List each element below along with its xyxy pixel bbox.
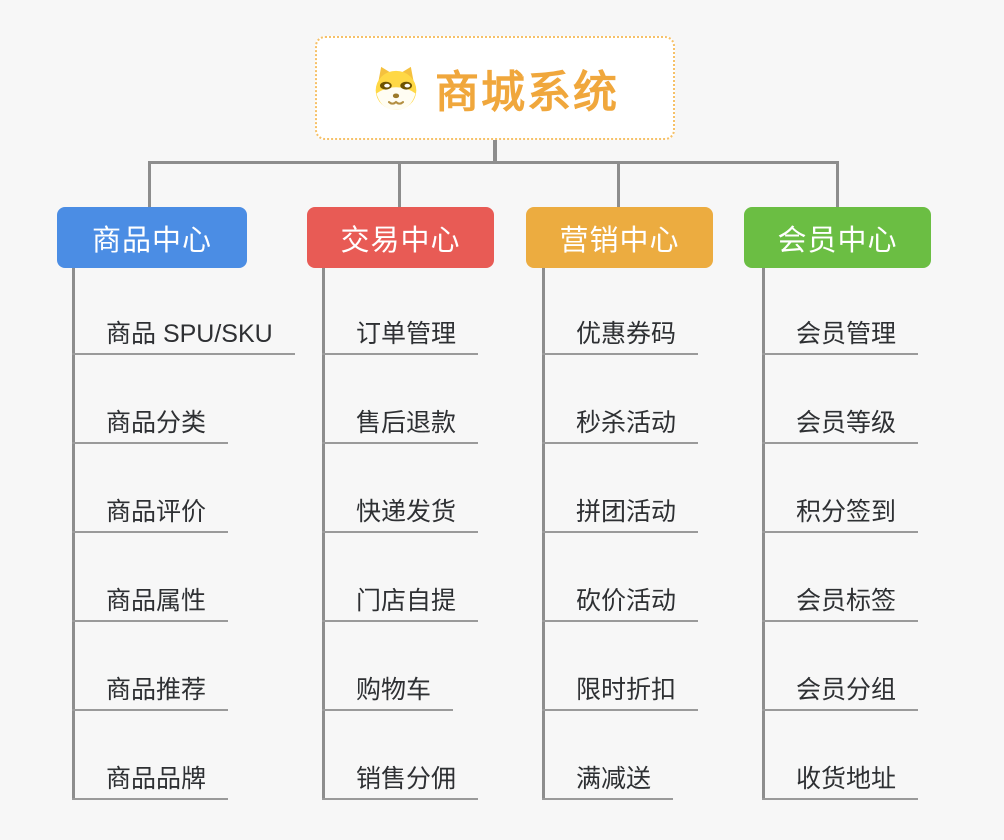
- leaf-item[interactable]: 快递发货: [322, 491, 479, 533]
- leaf-item[interactable]: 会员等级: [762, 402, 919, 444]
- leaf-item[interactable]: 购物车: [322, 669, 454, 711]
- connector-drop-1: [148, 161, 151, 207]
- leaf-item[interactable]: 会员标签: [762, 580, 919, 622]
- leaf-item[interactable]: 商品评价: [72, 491, 229, 533]
- branch-node-marketing-center[interactable]: 营销中心: [526, 207, 713, 268]
- trunk-line-3: [542, 268, 545, 800]
- leaf-item[interactable]: 商品属性: [72, 580, 229, 622]
- connector-horizontal-bar: [148, 161, 839, 164]
- connector-root-stub: [493, 140, 497, 163]
- connector-drop-4: [836, 161, 839, 207]
- trunk-line-1: [72, 268, 75, 800]
- leaf-item[interactable]: 优惠券码: [542, 313, 699, 355]
- leaf-item[interactable]: 满减送: [542, 758, 674, 800]
- leaf-item[interactable]: 售后退款: [322, 402, 479, 444]
- leaf-item[interactable]: 订单管理: [322, 313, 479, 355]
- leaf-item[interactable]: 销售分佣: [322, 758, 479, 800]
- root-title: 商城系统: [435, 68, 619, 117]
- leaf-item[interactable]: 收货地址: [762, 758, 919, 800]
- trunk-line-2: [322, 268, 325, 800]
- leaf-item[interactable]: 限时折扣: [542, 669, 699, 711]
- leaf-item[interactable]: 商品品牌: [72, 758, 229, 800]
- leaf-item[interactable]: 会员管理: [762, 313, 919, 355]
- trunk-line-4: [762, 268, 765, 800]
- leaf-item[interactable]: 商品 SPU/SKU: [72, 313, 295, 355]
- leaf-item[interactable]: 商品分类: [72, 402, 229, 444]
- leaf-item[interactable]: 拼团活动: [542, 491, 699, 533]
- shiba-dog-icon: [375, 66, 417, 110]
- root-node[interactable]: 商城系统: [315, 36, 675, 140]
- connector-drop-2: [398, 161, 401, 207]
- connector-drop-3: [617, 161, 620, 207]
- leaf-item[interactable]: 商品推荐: [72, 669, 229, 711]
- leaf-item[interactable]: 会员分组: [762, 669, 919, 711]
- branch-node-member-center[interactable]: 会员中心: [744, 207, 931, 268]
- leaf-item[interactable]: 砍价活动: [542, 580, 699, 622]
- leaf-item[interactable]: 门店自提: [322, 580, 479, 622]
- leaf-item[interactable]: 积分签到: [762, 491, 919, 533]
- branch-node-product-center[interactable]: 商品中心: [57, 207, 247, 268]
- leaf-item[interactable]: 秒杀活动: [542, 402, 699, 444]
- branch-node-trade-center[interactable]: 交易中心: [307, 207, 494, 268]
